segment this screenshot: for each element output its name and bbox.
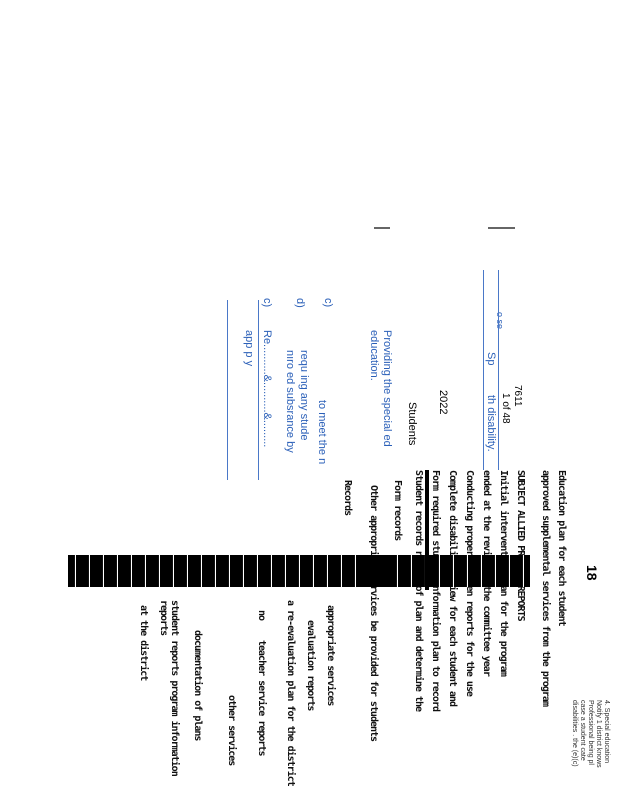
bottom-line: appropriate services: [325, 605, 336, 706]
bottom-line: a re-evaluation plan for the district: [285, 600, 296, 786]
redaction-block: [425, 470, 429, 590]
body-line: Re..........&..........&.........: [261, 330, 273, 448]
page-count: 1 of 48: [500, 393, 511, 424]
bottom-line: other services: [226, 695, 237, 766]
underline: [483, 270, 484, 470]
dark-line: approved supplemental services from the …: [540, 470, 551, 706]
divider: [374, 227, 390, 229]
redaction-bar: [68, 555, 530, 587]
body-line: requ ing any stude: [298, 350, 310, 441]
year: 2022: [437, 390, 449, 415]
underline: [227, 300, 228, 480]
underline: [498, 270, 499, 470]
bottom-line: teacher service reports: [256, 640, 267, 756]
bottom-line: documentation of plans: [192, 630, 203, 741]
dark-line: SUBJECT ALLIED PROGRAM REPORTS: [515, 470, 526, 621]
item-marker: c): [261, 298, 273, 308]
heading-fragment: o se: [495, 312, 505, 330]
page-number: 7611: [512, 385, 523, 407]
body-line: nıro ed subsrance by: [284, 350, 296, 453]
item-marker: d): [294, 298, 306, 308]
corner-text: Notify 1 district knows: [595, 700, 602, 768]
heading-disability: th disability.: [485, 395, 497, 452]
dark-line: Other appropriate services be provided f…: [368, 485, 379, 742]
dark-line: Form required student information plan t…: [430, 470, 441, 711]
dark-line: Complete disability review for each stud…: [447, 470, 458, 706]
corner-text: Professional being pl: [587, 700, 594, 765]
body-line: Providing the special ed: [381, 330, 393, 447]
dark-line: Records: [342, 480, 353, 516]
divider: [488, 227, 515, 229]
underline: [258, 300, 259, 480]
bottom-line: evaluation reports: [305, 620, 316, 711]
item-marker: c): [322, 298, 334, 308]
corner-text: 4. Special education: [603, 700, 610, 764]
bottom-line: student reports program information repo…: [158, 600, 180, 776]
bottom-line: no: [256, 610, 267, 621]
students-label: Students: [406, 402, 418, 446]
corner-text: disabilities . the (e)(c): [571, 700, 578, 767]
tab-label: 18: [584, 565, 600, 581]
dark-line: Education plan for each student: [556, 470, 567, 626]
heading-fragment: Sp: [485, 352, 497, 366]
body-line: education.: [368, 330, 380, 381]
body-line: to meet the n: [316, 400, 328, 465]
bottom-line: at the district: [138, 605, 149, 681]
redaction-block: [365, 555, 385, 587]
dark-line: Student records review of plan and deter…: [413, 470, 424, 711]
body-line: app p y: [243, 330, 255, 367]
dark-line: Form records: [392, 480, 403, 541]
corner-text: case a student cate: [579, 700, 586, 761]
